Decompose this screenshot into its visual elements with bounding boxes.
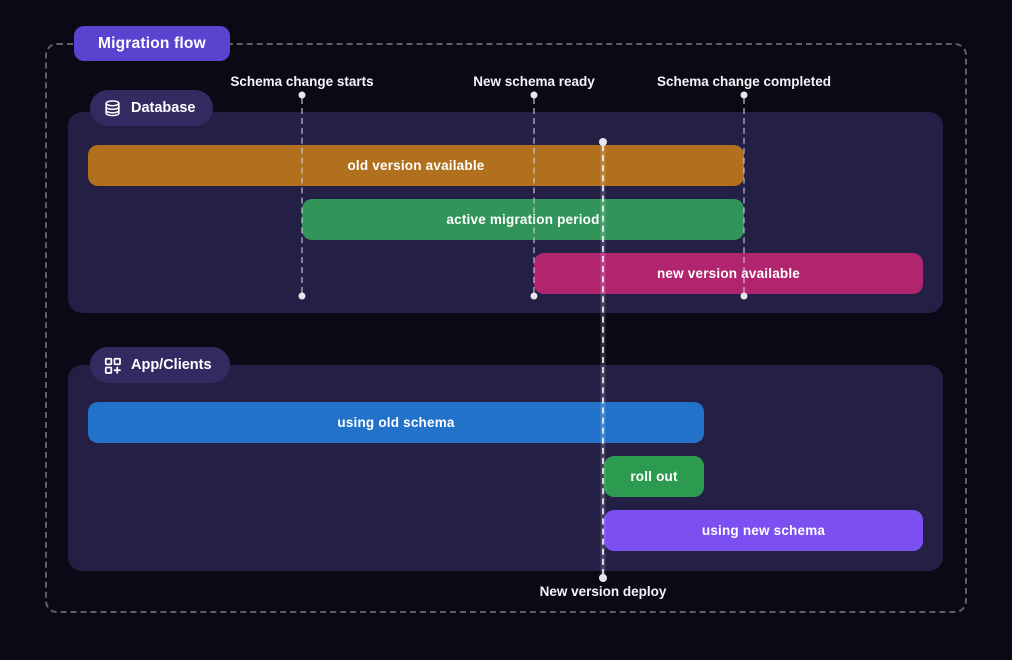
database-badge: Database	[90, 90, 214, 126]
timeline-bar: using new schema	[604, 510, 923, 551]
timeline-bar: new version available	[534, 253, 923, 294]
deploy-dot-bottom	[599, 574, 607, 582]
timeline-marker-dot-top	[298, 91, 306, 99]
timeline-guide-line	[301, 98, 303, 293]
timeline-bar: using old schema	[88, 402, 704, 443]
timeline-marker-label: Schema change starts	[230, 74, 374, 89]
timeline-marker-label: Schema change completed	[656, 74, 832, 89]
timeline-marker-label: New schema ready	[473, 74, 595, 89]
timeline-bar: old version available	[88, 145, 744, 186]
diagram-title-badge: Migration flow	[74, 26, 230, 61]
timeline-marker-dot-top	[740, 91, 748, 99]
app-clients-badge-label: App/Clients	[131, 357, 212, 373]
timeline-guide-line	[743, 98, 745, 293]
timeline-marker-dot-bottom	[740, 292, 748, 300]
timeline-guide-line	[533, 98, 535, 293]
timeline-bar: roll out	[604, 456, 704, 497]
timeline-marker-dot-bottom	[530, 292, 538, 300]
timeline-marker-dot-top	[530, 91, 538, 99]
database-icon	[103, 99, 122, 118]
deploy-label: New version deploy	[539, 584, 667, 599]
timeline-bar: active migration period	[302, 199, 744, 240]
apps-icon	[103, 356, 122, 375]
deploy-dot-top	[599, 138, 607, 146]
timeline-marker-dot-bottom	[298, 292, 306, 300]
deploy-line-dashes	[602, 145, 604, 575]
database-badge-label: Database	[131, 100, 196, 116]
diagram-frame	[45, 43, 967, 613]
app-clients-badge: App/Clients	[90, 347, 230, 383]
